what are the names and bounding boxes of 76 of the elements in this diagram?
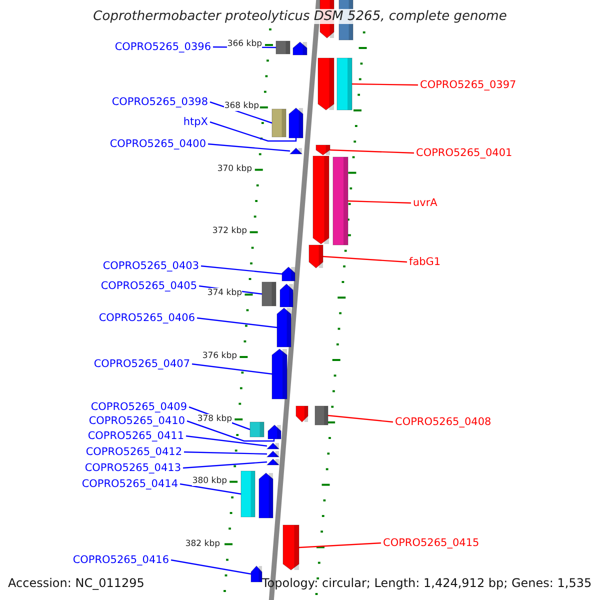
gene-label: COPRO5265_0406 [98, 312, 195, 324]
gene-feature [272, 349, 287, 399]
leader-line [210, 121, 297, 142]
gene-label: COPRO5265_0400 [110, 138, 206, 150]
footer-note: Accession: NC_011295 [8, 576, 144, 590]
gene-feature [241, 471, 255, 517]
leader-line [328, 414, 394, 423]
gene-label: COPRO5265_0414 [82, 478, 178, 490]
gene-label: COPRO5265_0412 [86, 446, 182, 458]
tick-label: 380 kbp [192, 476, 227, 486]
tick-label: 368 kbp [224, 101, 259, 111]
footer-note: Topology: circular; Length: 1,424,912 bp; Genes: 1,535 [262, 576, 592, 590]
title: Coprothermobacter proteolyticus DSM 5265, complete genome [91, 9, 509, 24]
gene-label: COPRO5265_0415 [383, 537, 480, 549]
leader-line [186, 435, 268, 447]
leader-line [182, 461, 268, 469]
gene-feature [272, 109, 286, 137]
leader-line [170, 559, 252, 575]
tick-label: 372 kbp [212, 226, 247, 236]
gene-feature [333, 157, 348, 245]
gene-label: COPRO5265_0405 [100, 280, 197, 292]
gene-feature [267, 459, 279, 465]
gene-feature [262, 282, 276, 306]
gene-label: COPRO5265_0410 [88, 415, 185, 427]
gene-label: COPRO5265_0408 [395, 416, 492, 428]
gene-label: uvrA [413, 197, 438, 209]
gene-label: COPRO5265_0416 [72, 554, 169, 566]
gene-feature [282, 267, 295, 281]
gene-feature [250, 422, 264, 437]
leader-line [330, 149, 414, 154]
tick-label: 378 kbp [197, 414, 232, 424]
tick-label: 382 kbp [185, 539, 220, 549]
gene-label: COPRO5265_0403 [102, 260, 199, 272]
gene-feature [337, 58, 352, 110]
tick-label: 366 kbp [227, 39, 262, 49]
leader-line [352, 83, 418, 86]
leader-line [192, 363, 272, 375]
gene-feature [276, 41, 290, 54]
gene-feature [277, 308, 291, 347]
gene-label: COPRO5265_0396 [114, 41, 211, 53]
tick-label: 374 kbp [207, 288, 242, 298]
gene-feature [315, 406, 328, 425]
leader-line [184, 451, 268, 455]
gene-feature [290, 148, 302, 154]
gene-feature [293, 42, 307, 55]
gene-label: COPRO5265_0407 [94, 358, 190, 370]
gene-feature [309, 245, 323, 268]
gene-label: COPRO5265_0411 [88, 430, 184, 442]
leader-line [298, 542, 382, 548]
gene-feature [296, 406, 308, 422]
gene-feature [280, 284, 293, 307]
tick-label: 370 kbp [217, 164, 252, 174]
gene-feature [259, 473, 273, 518]
gene-feature [267, 451, 279, 457]
gene-feature [267, 443, 279, 449]
leader-line [180, 483, 242, 495]
gene-label: COPRO5265_0397 [420, 79, 516, 91]
tick-label: 376 kbp [202, 351, 237, 361]
gene-label: COPRO5265_0413 [84, 462, 181, 474]
gene-feature [316, 145, 330, 155]
gene-feature [289, 108, 303, 138]
gene-feature [268, 425, 281, 439]
gene-label: COPRO5265_0401 [416, 147, 512, 159]
leader-line [186, 420, 275, 442]
leader-line [348, 200, 412, 204]
gene-label: COPRO5265_0409 [90, 401, 187, 413]
gene-feature [283, 525, 299, 570]
gene-feature [251, 566, 262, 582]
leader-line [208, 143, 290, 152]
leader-line [322, 256, 408, 263]
gene-label: htpX [183, 116, 208, 128]
gene-label: fabG1 [409, 256, 441, 268]
gene-feature [318, 58, 334, 110]
gene-label: COPRO5265_0398 [112, 96, 208, 108]
leader-line [196, 317, 278, 328]
leader-line [200, 265, 282, 275]
